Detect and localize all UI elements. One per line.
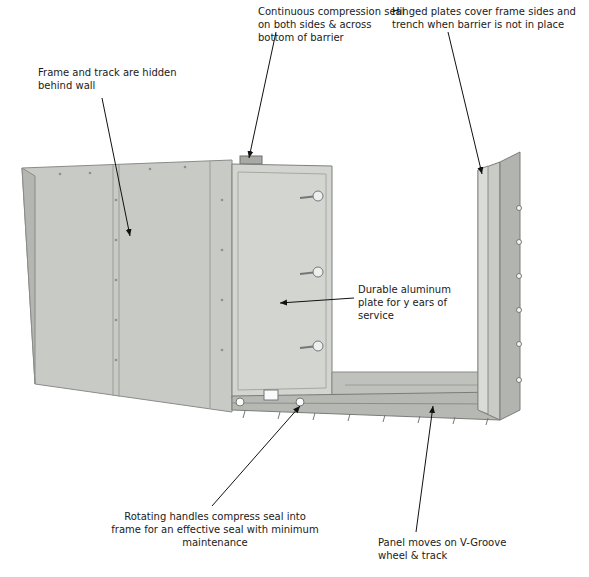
wall-side [22, 168, 35, 384]
anchor-bolts [243, 411, 488, 425]
trench [332, 372, 480, 395]
wall-panel [22, 160, 232, 412]
leader-lines [102, 32, 482, 532]
seal-block [240, 156, 262, 164]
frame-post [478, 162, 500, 420]
panel-seam [119, 165, 120, 397]
wheels [236, 390, 304, 406]
frame-bolts [517, 206, 522, 383]
track-groove [345, 385, 478, 386]
plate-callout: Durable aluminum plate for y ears of ser… [358, 283, 458, 322]
panel-seam [113, 165, 114, 396]
track-callout: Panel moves on V-Groove wheel & track [378, 536, 518, 562]
frame-edge [478, 166, 488, 414]
panel-seam [210, 161, 211, 408]
track-edge [232, 403, 500, 404]
sliding-panel [232, 164, 332, 398]
rotating-handles [300, 191, 323, 351]
panel-border [238, 172, 326, 390]
seal-callout: Continuous compression seal on both side… [258, 5, 408, 44]
rivets [59, 166, 224, 362]
frame-callout: Frame and track are hidden behind wall [38, 66, 208, 92]
handle-callout: Rotating handles compress seal into fram… [110, 510, 320, 549]
hinged-plate-callout: Hinged plates cover frame sides and tren… [392, 5, 582, 31]
